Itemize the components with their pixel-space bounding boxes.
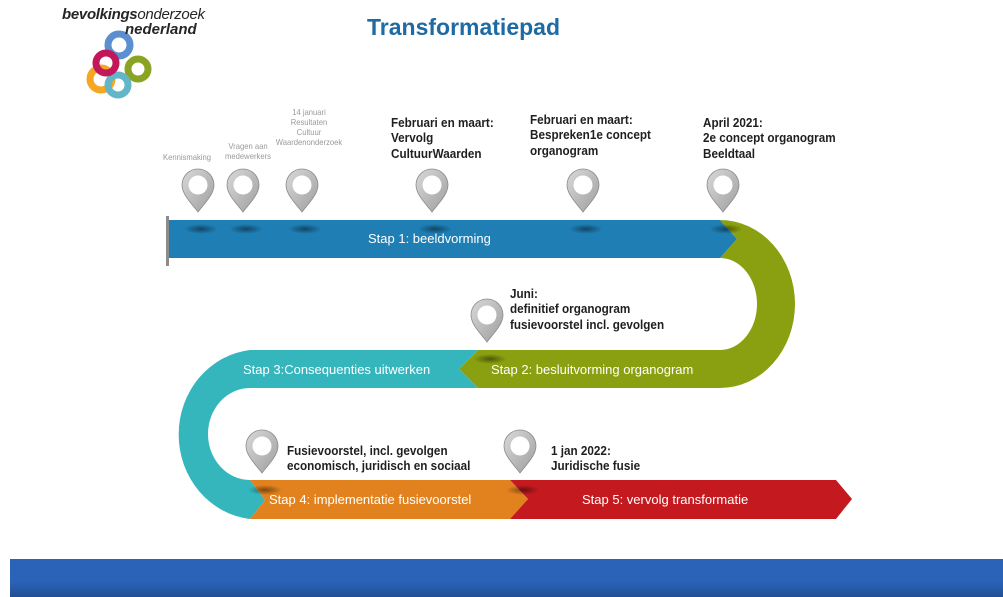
milestone-text-feb-maart-organogram: Februari en maart: Bespreken1e concept o…	[530, 112, 651, 158]
milestone-text-14-januari: 14 januari Resultaten Cultuur Waardenond…	[275, 107, 343, 148]
milestone-pin-1	[181, 168, 218, 234]
pin-shadow	[418, 224, 452, 234]
milestone-pin-6	[706, 168, 743, 234]
logo-wordmark-line1: bevolkingsonderzoek	[62, 6, 205, 23]
pin-hole	[292, 175, 312, 195]
milestone-pin-7	[470, 298, 507, 364]
pin-shadow	[288, 224, 322, 234]
milestone-pin-5	[566, 168, 603, 234]
stage-5-label: Stap 5: vervolg transformatie	[582, 492, 749, 507]
logo-wordmark-line2: nederland	[125, 21, 197, 38]
pin-shadow	[473, 354, 507, 364]
logo-circle-teal	[104, 71, 132, 99]
stage-1-start-marker	[166, 216, 169, 266]
logo-circle-green	[124, 55, 152, 83]
stage-2-band	[459, 220, 795, 388]
milestone-pin-9	[503, 429, 540, 495]
pin-hole	[713, 175, 733, 195]
logo-wordmark-rest: onderzoek	[137, 6, 205, 23]
milestone-text-kennismaking: Kennismaking	[162, 152, 212, 162]
pin-hole	[477, 305, 497, 325]
stage-3-curve	[178, 350, 478, 519]
milestone-text-april-2021: April 2021: 2e concept organogram Beeldt…	[703, 115, 836, 161]
stage-2-curve	[459, 220, 795, 388]
footer-band	[10, 559, 1003, 597]
stage-4-band	[250, 480, 528, 519]
stage-2-label: Stap 2: besluitvorming organogram	[491, 362, 694, 377]
stage-5-band	[510, 480, 852, 519]
stage-3-label: Stap 3:Consequenties uitwerken	[243, 362, 431, 377]
pin-hole	[188, 175, 208, 195]
pin-hole	[233, 175, 253, 195]
pin-hole	[422, 175, 442, 195]
pin-shadow	[184, 224, 218, 234]
pin-hole	[252, 436, 272, 456]
milestone-pin-3	[285, 168, 322, 234]
milestone-pin-2	[226, 168, 263, 234]
logo-circle-red	[92, 49, 120, 77]
page-title: Transformatiepad	[367, 14, 560, 40]
pin-shadow	[229, 224, 263, 234]
pin-shadow	[709, 224, 743, 234]
milestone-text-vragen: Vragen aan medewerkers	[225, 141, 271, 162]
stage-3-band	[178, 350, 478, 519]
milestone-text-feb-maart-cultuur: Februari en maart: Vervolg CultuurWaarde…	[391, 115, 494, 161]
logo-mark	[86, 30, 152, 99]
stage-4-arrow	[250, 480, 528, 519]
pin-shadow	[506, 485, 540, 495]
logo-wordmark-bold: bevolkings	[62, 6, 138, 23]
milestone-text-fusievoorstel: Fusievoorstel, incl. gevolgen economisch…	[287, 443, 471, 474]
milestone-text-juridische-fusie: 1 jan 2022: Juridische fusie	[551, 443, 641, 474]
pin-hole	[510, 436, 530, 456]
stage-1-label: Stap 1: beeldvorming	[368, 231, 491, 246]
pin-shadow	[248, 485, 282, 495]
pin-shadow	[569, 224, 603, 234]
milestone-pin-8	[245, 429, 282, 495]
milestone-pin-4	[415, 168, 452, 234]
pin-hole	[573, 175, 593, 195]
milestone-pins	[181, 168, 743, 495]
logo-circle-blue	[104, 30, 134, 60]
stage-5-arrow	[510, 480, 852, 519]
stage-4-label: Stap 4: implementatie fusievoorstel	[269, 492, 472, 507]
milestone-text-juni: Juni: definitief organogram fusievoorste…	[510, 286, 665, 332]
